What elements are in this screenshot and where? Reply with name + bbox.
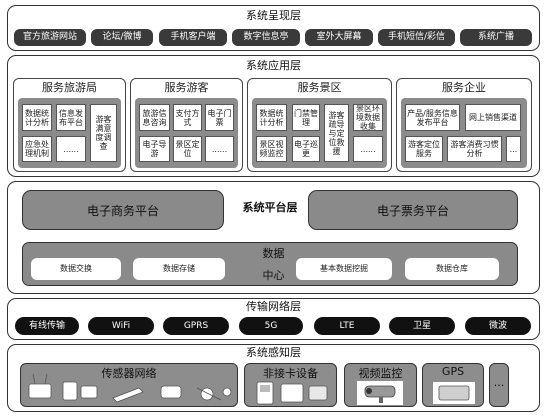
bureau-satisfaction-survey: 游客满意度调查: [90, 104, 117, 162]
scenic-area-group: 服务景区 数据统计分析 门禁管理 游客疏导与定位救援 景区环境数据收集 景区视频…: [247, 78, 392, 172]
scenic-area-title: 服务景区: [297, 81, 342, 94]
perception-layer: 系统感知层 传感器网络 非接卡设备: [7, 344, 540, 412]
enterprise-location-service: 游客定位服务: [405, 136, 443, 162]
enterprise-online-sales: 网上销售渠道: [465, 104, 521, 131]
presentation-layer: 系统呈现层 官方旅游网站 论坛/微博 手机客户端 数字信息亭 室外大屏幕 手机短…: [7, 5, 540, 51]
gps-title: GPS: [441, 365, 465, 378]
data-center-label-line2: 中心: [262, 269, 285, 282]
wired-transmission-pill: 有线传输: [15, 317, 79, 335]
scenic-e-patrol: 电子巡更: [292, 136, 320, 162]
presentation-layer-title: 系统呈现层: [246, 9, 301, 22]
basic-data-mining: 基本数据挖掘: [296, 258, 392, 280]
tourist-e-guide: 电子导游: [139, 136, 170, 162]
network-layer-title: 传输网络层: [246, 300, 301, 313]
scenic-data-stats: 数据统计分析: [256, 104, 287, 131]
network-layer: 传输网络层 有线传输 WiFi GPRS 5G LTE 卫星 微波: [7, 298, 540, 340]
lte-pill: LTE: [314, 317, 380, 335]
scenic-env-data: 景区环境数据收集: [353, 104, 383, 131]
gprs-pill: GPRS: [163, 317, 229, 335]
enterprise-consumption-analysis: 游客消费习惯分析: [447, 136, 502, 162]
video-monitor-title: 视频监控: [358, 367, 403, 380]
bureau-more: ......: [56, 136, 86, 162]
5g-pill: 5G: [239, 317, 303, 335]
microwave-pill: 微波: [465, 317, 531, 335]
bureau-data-stats: 数据统计分析: [22, 104, 52, 131]
card-reader-icon: [256, 381, 328, 405]
official-website-pill: 官方旅游网站: [14, 29, 86, 46]
data-warehouse: 数据仓库: [405, 258, 499, 280]
tourist-location: 景区定位: [173, 136, 202, 162]
more-devices-box: ...: [489, 363, 509, 407]
tourism-bureau-group: 服务旅游局 数据统计分析 信息发布平台 游客满意度调查 应急处理机制 .....…: [13, 78, 126, 172]
data-exchange: 数据交换: [31, 258, 121, 280]
enterprise-more: ...: [506, 136, 521, 162]
tourism-bureau-title: 服务旅游局: [42, 81, 97, 94]
application-layer: 系统应用层 服务旅游局 数据统计分析 信息发布平台 游客满意度调查 应急处理机制…: [7, 55, 540, 177]
outdoor-screen-pill: 室外大屏幕: [305, 29, 373, 46]
mobile-client-pill: 手机客户端: [159, 29, 227, 46]
sensor-network-title: 传感器网络: [101, 367, 157, 380]
e-commerce-platform: 电子商务平台: [22, 190, 224, 230]
contactless-device-title: 非接卡设备: [263, 367, 318, 380]
sms-mms-pill: 手机短信/彩信: [378, 29, 455, 46]
sensor-network-box: 传感器网络: [20, 363, 238, 407]
tourist-e-ticket: 电子门票: [205, 104, 234, 131]
perception-layer-title: 系统感知层: [246, 346, 301, 359]
tourist-more: ......: [205, 136, 234, 162]
data-storage: 数据存储: [133, 258, 225, 280]
scenic-access-control: 门禁管理: [292, 104, 320, 131]
bureau-info-publish: 信息发布平台: [56, 104, 86, 131]
sensor-devices-icon: [28, 373, 232, 403]
data-center-label-line1: 数据: [262, 247, 285, 260]
tourist-payment: 支付方式: [173, 104, 202, 131]
platform-layer: 电子商务平台 系统平台层 电子票务平台 数据 中心 数据交换 数据存储 基本数据…: [7, 181, 540, 294]
camera-icon: [357, 381, 403, 405]
broadcast-pill: 系统广播: [460, 29, 532, 46]
enterprise-info-publish: 产品/服务信息发布平台: [405, 104, 460, 131]
tourist-service-group: 服务游客 旅游信息咨询 支付方式 电子门票 电子导游 景区定位 ......: [130, 78, 243, 172]
tourist-info-consult: 旅游信息咨询: [139, 104, 170, 131]
info-kiosk-pill: 数字信息亭: [232, 29, 300, 46]
enterprise-service-title: 服务企业: [442, 81, 486, 94]
bureau-emergency: 应急处理机制: [22, 136, 52, 162]
tourist-service-title: 服务游客: [164, 81, 209, 94]
gps-box: GPS: [422, 363, 484, 407]
platform-layer-title: 系统平台层: [242, 201, 298, 214]
e-ticketing-platform: 电子票务平台: [308, 190, 518, 230]
gps-device-icon: [433, 382, 475, 404]
satellite-pill: 卫星: [389, 317, 455, 335]
video-monitor-box: 视频监控: [344, 363, 417, 407]
more-devices-label: ...: [493, 376, 505, 389]
scenic-video-monitor: 景区视频监控: [256, 136, 287, 162]
application-layer-title: 系统应用层: [246, 59, 301, 72]
forum-weibo-pill: 论坛/微博: [91, 29, 153, 46]
enterprise-service-group: 服务企业 产品/服务信息发布平台 网上销售渠道 游客定位服务 游客消费习惯分析 …: [396, 78, 532, 172]
scenic-more: ......: [353, 136, 383, 162]
contactless-device-box: 非接卡设备: [244, 363, 337, 407]
wifi-pill: WiFi: [88, 317, 154, 335]
scenic-crowd-rescue: 游客疏导与定位救援: [324, 104, 349, 162]
